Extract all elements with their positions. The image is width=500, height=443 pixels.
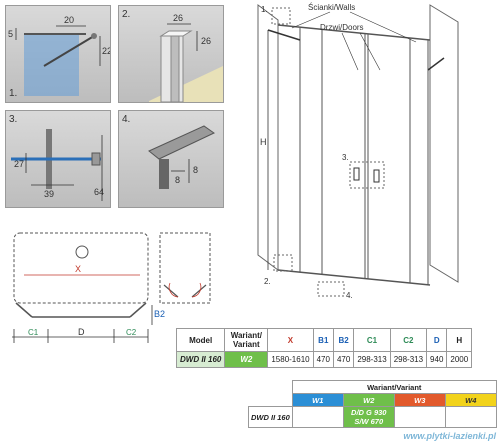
spec-cell: 940 (426, 351, 448, 368)
spec-header: C1 (353, 328, 391, 352)
main-enclosure-drawing: H 1. 2. 3. 4. Ścianki/Walls Drzwi/Doors (257, 3, 459, 300)
spec-header: D (426, 328, 448, 352)
variant-w3: W3 (393, 393, 446, 407)
variant-table: Wariant/Variant W1 W2 W3 W4 DWD II 160 D… (248, 380, 497, 428)
detail-panel-2: 2. 26 26 (118, 5, 224, 103)
swing-arc-left (168, 282, 179, 298)
spec-cell: 298-313 (389, 351, 428, 368)
bottom-rail (277, 269, 431, 286)
door-frame-top (148, 125, 215, 160)
spec-header-row: Model Wariant/ Variant X B1 B2 C1 C2 D H (175, 328, 473, 352)
spec-header: Model (175, 328, 226, 352)
x-label: X (75, 264, 81, 274)
spec-cell-model: DWD II 160 (175, 351, 226, 368)
door-handle-left (353, 167, 360, 181)
panel-number: 3. (9, 114, 18, 125)
dim-20: 20 (64, 15, 74, 25)
spec-header: Wariant/ Variant (224, 328, 269, 352)
stabilizer-right (427, 57, 445, 71)
spec-header: B2 (332, 328, 355, 352)
spec-header: X (267, 328, 314, 352)
walls-label: Ścianki/Walls (308, 3, 355, 12)
spec-header: H (446, 328, 473, 352)
spec-cell: 470 (332, 351, 355, 368)
callout-4: 4. (346, 291, 353, 300)
panel-3-drawing: 27 39 64 (11, 129, 104, 201)
callout-3: 3. (342, 153, 349, 162)
floor (149, 66, 223, 102)
dim-26-side: 26 (201, 36, 211, 46)
variant-w2-detail: D/D G 930 S/W 670 (342, 406, 395, 428)
swing-diagram (159, 232, 211, 304)
dim-27: 27 (14, 159, 24, 169)
top-rail (277, 24, 431, 41)
bathtub-outline (13, 232, 149, 304)
spec-table: Model Wariant/ Variant X B1 B2 C1 C2 D H… (175, 328, 473, 368)
detail-panel-4: 4. 8 8 (118, 110, 224, 208)
panel-number: 4. (122, 114, 131, 125)
spec-data-row: DWD II 160 W2 1580-1610 470 470 298-313 … (175, 351, 473, 368)
height-label: H (260, 137, 267, 147)
panel-number: 2. (122, 9, 131, 20)
doors-label: Drzwi/Doors (320, 23, 364, 32)
callout-1: 1. (261, 5, 268, 14)
stabilizer-left (267, 29, 301, 41)
dim-26-top: 26 (173, 13, 183, 23)
plan-view: X C1 D C2 B2 (12, 232, 211, 343)
brace-rod (43, 35, 95, 67)
mount-knob (91, 33, 97, 39)
b2-label: B2 (154, 309, 165, 319)
spec-header: B1 (312, 328, 334, 352)
panel-number: 1. (9, 88, 18, 99)
door-handle-profile (159, 159, 169, 189)
dim-64: 64 (94, 187, 104, 197)
watermark: www.plytki-lazienki.pl (403, 431, 496, 441)
dim-22: 22 (102, 46, 110, 56)
c2-label: C2 (126, 328, 137, 337)
detail-panel-3: 3. 27 39 64 (5, 110, 111, 208)
spec-cell: 470 (312, 351, 334, 368)
dim-39: 39 (44, 189, 54, 199)
spec-cell-variant: W2 (224, 351, 269, 368)
callout-2: 2. (264, 277, 271, 286)
glass-panel (24, 34, 79, 96)
detail-panel-1: 1. 20 5 22 (5, 5, 111, 103)
variant-w2-detail-2: S/W 670 (354, 417, 384, 426)
panel-4-drawing: 8 8 (148, 125, 215, 189)
variant-w2-detail-1: D/D G 930 (351, 408, 387, 417)
door-handle-right (373, 169, 380, 183)
swing-arc-right (191, 282, 202, 298)
spec-cell: 1580-1610 (267, 351, 314, 368)
dim-5: 5 (8, 29, 13, 39)
variant-w1: W1 (291, 393, 344, 407)
dim-8-height: 8 (193, 165, 198, 175)
dim-8-width: 8 (175, 175, 180, 185)
c1-label: C1 (28, 328, 39, 337)
variant-title: Wariant/Variant (291, 380, 497, 394)
variant-model: DWD II 160 (248, 406, 293, 428)
variant-w4: W4 (444, 393, 497, 407)
spec-cell: 298-313 (353, 351, 391, 368)
panel-2-drawing: 26 26 (149, 13, 223, 102)
spec-cell: 2000 (446, 351, 473, 368)
variant-w2: W2 (342, 393, 395, 407)
panel-1-drawing: 20 5 22 (8, 15, 110, 96)
spec-header: C2 (389, 328, 428, 352)
d-label: D (78, 327, 85, 337)
drain (75, 245, 89, 259)
